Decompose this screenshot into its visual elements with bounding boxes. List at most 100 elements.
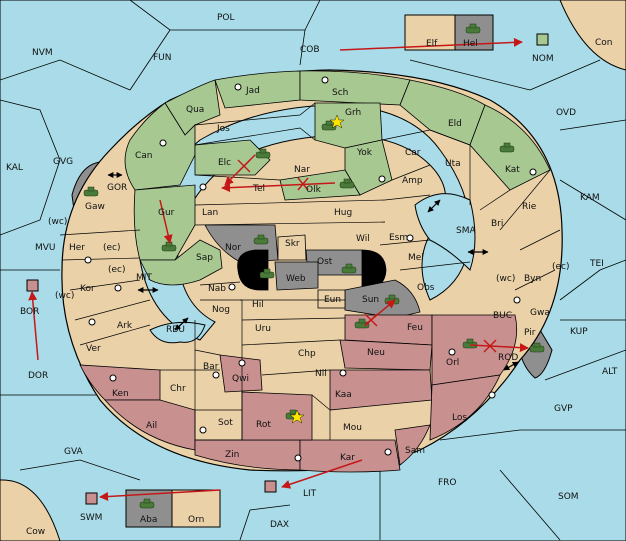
supply-center-icon [84, 256, 92, 264]
land-label: Obs [417, 283, 435, 293]
land-label: Jad [245, 86, 260, 96]
region-Skr[interactable] [277, 234, 307, 261]
sea-label-COB: COB [300, 45, 320, 55]
channel-arrows [107, 172, 519, 371]
land-label: Lan [202, 208, 218, 218]
land-label: Pir [524, 328, 536, 338]
supply-center-icon [88, 318, 96, 326]
region-Eun[interactable] [317, 289, 346, 309]
region-Elc[interactable] [194, 139, 271, 176]
land-label: Nil [315, 369, 327, 379]
land-label: Kor [80, 284, 95, 294]
central-territories [204, 224, 421, 319]
region-Orn[interactable] [171, 489, 221, 528]
star-icon [289, 409, 305, 424]
order-arrow [339, 37, 523, 51]
sea-label-RBU: RBU [166, 325, 185, 335]
region-Can[interactable] [124, 102, 196, 191]
supply-centres [84, 76, 537, 462]
fleet-unit-icon[interactable] [83, 186, 99, 197]
army-unit-icon[interactable] [321, 120, 337, 131]
army-unit-icon[interactable] [529, 342, 545, 353]
land-label: Chp [298, 349, 316, 359]
region-Los[interactable] [429, 374, 501, 441]
land-label: Zin [225, 450, 239, 460]
double-arrow-icon [503, 361, 519, 371]
retreat-marker-icon[interactable] [536, 33, 549, 46]
black-sea-left [237, 249, 269, 291]
land-label: Nor [225, 243, 241, 253]
army-unit-icon[interactable] [341, 263, 357, 274]
region-Qua[interactable] [164, 79, 221, 136]
fleet-unit-icon[interactable] [139, 498, 155, 509]
army-unit-icon[interactable] [259, 268, 275, 279]
land-label: Neu [367, 348, 385, 358]
land-label: Esm [389, 233, 408, 243]
army-unit-icon[interactable] [499, 142, 515, 153]
land-label: Orn [188, 515, 204, 525]
sea-label-SWM: SWM [80, 513, 102, 523]
sea-label-ROD: ROD [498, 353, 518, 363]
retreat-marker-icon[interactable] [264, 480, 277, 493]
land-label: (ec) [108, 265, 126, 275]
army-unit-icon[interactable] [339, 178, 355, 189]
army-unit-icon[interactable] [161, 241, 177, 252]
land-label: Car [405, 148, 421, 158]
retreat-marker-icon[interactable] [85, 492, 98, 505]
land-label: Nar [294, 165, 310, 175]
land-label: Orl [446, 358, 459, 368]
land-label: Nab [208, 284, 226, 294]
sea-label-POL: POL [217, 13, 235, 23]
region-SMA-inlet [414, 193, 476, 271]
land-label: Elc [218, 158, 231, 168]
land-label: Gaw [85, 202, 105, 212]
sea-label-LIT: LIT [303, 489, 317, 499]
land-label: Rie [522, 202, 537, 212]
sea-label-GVP: GVP [554, 404, 573, 414]
supply-center-icon [378, 175, 386, 183]
region-Web[interactable] [274, 261, 319, 291]
land-label: Kat [505, 165, 520, 175]
land-label: Sap [196, 253, 213, 263]
retreat-marker-icon[interactable] [26, 279, 39, 292]
supply-center-icon [406, 234, 414, 242]
land-label: Jos [216, 124, 230, 134]
supply-center-icon [114, 284, 122, 292]
supply-center-icon [212, 371, 220, 379]
supply-center-icon [199, 426, 207, 434]
failed-order-marks [237, 159, 497, 353]
double-arrow-icon [427, 199, 441, 213]
region-Neu[interactable] [339, 339, 433, 371]
sea-label-Cow: Cow [26, 527, 45, 537]
land-label: Byn [524, 274, 541, 284]
order-arrow [221, 182, 336, 193]
land-label: Feu [407, 323, 423, 333]
land-label: Uta [445, 159, 461, 169]
sea-label-KUP: KUP [570, 327, 588, 337]
units [83, 23, 545, 509]
sea-label-BUC: BUC [493, 311, 512, 321]
army-unit-icon[interactable] [255, 148, 271, 159]
region-Sap[interactable] [139, 239, 223, 286]
region-Olk[interactable] [279, 169, 361, 201]
region-Qwi[interactable] [219, 354, 263, 393]
cross-mark-icon [297, 177, 309, 191]
land-label: Aba [140, 515, 157, 525]
land-label: Ken [112, 389, 129, 399]
region-Kar[interactable] [299, 439, 401, 473]
land-label: Sot [218, 418, 233, 428]
sea-label-KAL: KAL [6, 163, 23, 173]
order-arrow [28, 291, 39, 361]
region-Sam[interactable] [394, 424, 431, 466]
fleet-unit-icon[interactable] [465, 23, 481, 34]
land-label: Ver [86, 344, 101, 354]
land-label: Qwi [232, 374, 249, 384]
supply-center-icon [529, 168, 537, 176]
land-labels: Elf Hel Jad Sch Qua Grh Jos Eld Can Yok … [48, 39, 570, 525]
star-icon [329, 114, 345, 129]
army-unit-icon[interactable] [253, 234, 269, 245]
land-label: (wc) [48, 217, 67, 227]
army-unit-icon[interactable] [354, 318, 370, 329]
